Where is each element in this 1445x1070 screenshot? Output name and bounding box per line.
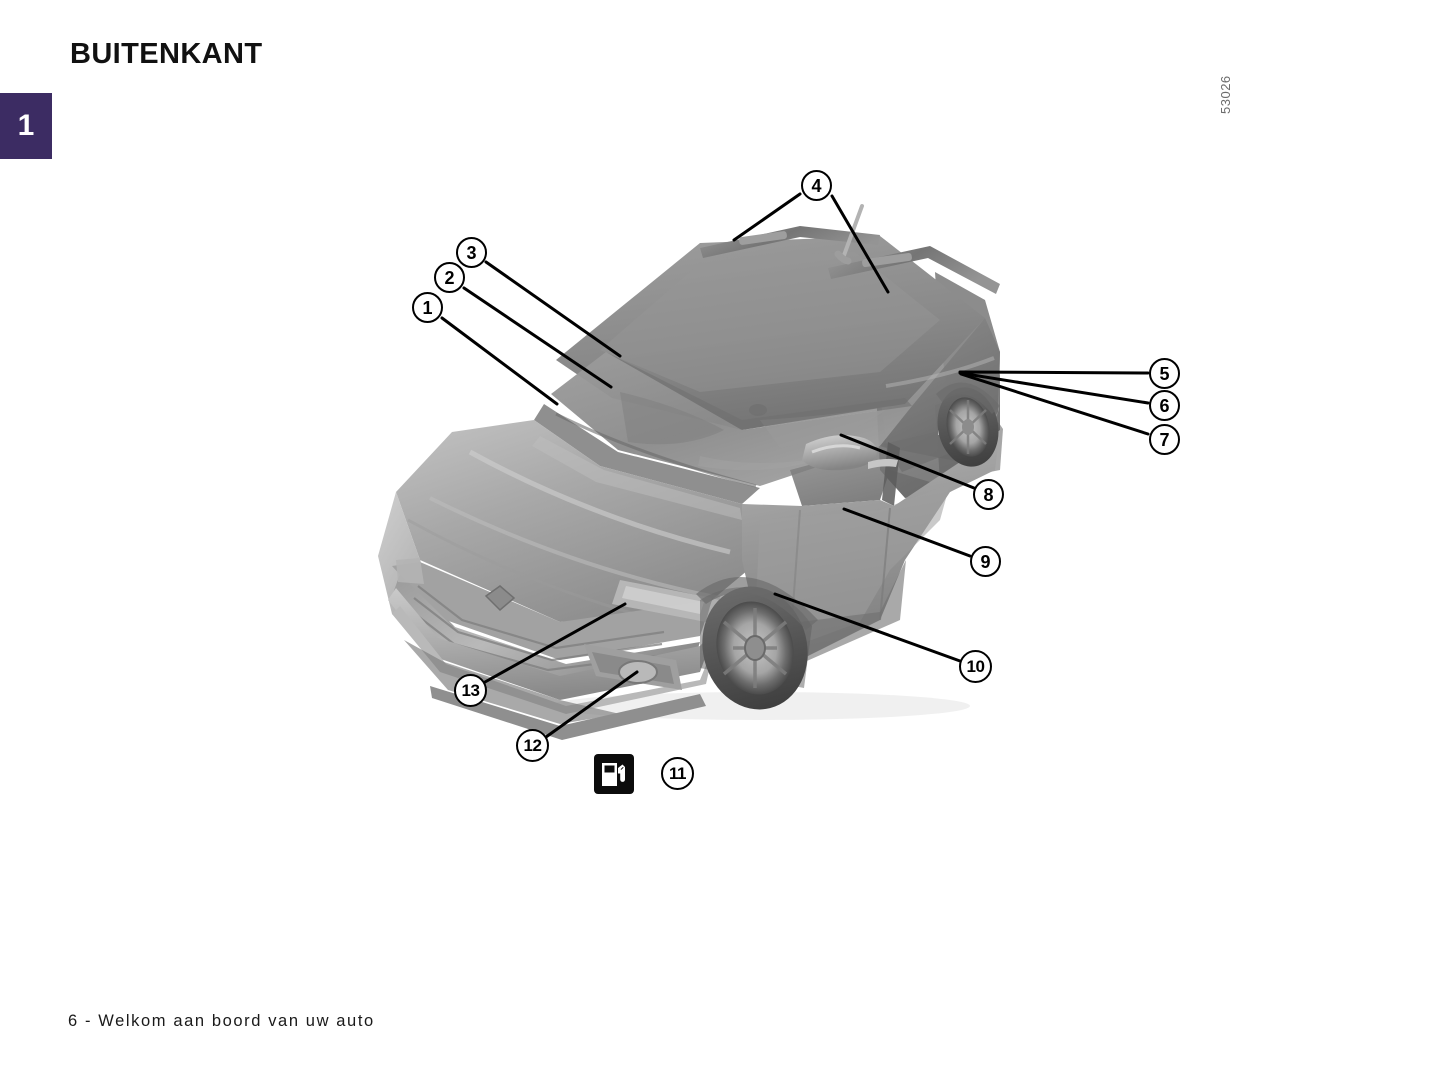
- fuel-pump-icon: [594, 754, 634, 794]
- callout-9[interactable]: 9: [970, 546, 1001, 577]
- callout-7[interactable]: 7: [1149, 424, 1180, 455]
- callout-9-number: 9: [980, 551, 991, 572]
- callout-13[interactable]: 13: [454, 674, 487, 707]
- callout-8-number: 8: [983, 484, 994, 505]
- callout-5[interactable]: 5: [1149, 358, 1180, 389]
- roof-rails: [700, 226, 1000, 294]
- callout-5-number: 5: [1159, 363, 1170, 384]
- callout-1[interactable]: 1: [412, 292, 443, 323]
- callout-11[interactable]: 11: [661, 757, 694, 790]
- callout-12[interactable]: 12: [516, 729, 549, 762]
- callout-4-number: 4: [811, 175, 822, 196]
- callout-3-number: 3: [466, 242, 477, 263]
- rear-wheel: [937, 387, 999, 467]
- front-wheel: [700, 586, 812, 710]
- callout-12-number: 12: [523, 736, 542, 755]
- callout-8[interactable]: 8: [973, 479, 1004, 510]
- page-footer: 6 - Welkom aan boord van uw auto: [68, 1012, 375, 1030]
- door-mirror: [802, 435, 877, 471]
- callout-6-number: 6: [1159, 395, 1170, 416]
- page-title: BUITENKANT: [70, 38, 263, 70]
- car-body: [378, 204, 1003, 740]
- callout-3[interactable]: 3: [456, 237, 487, 268]
- callout-10[interactable]: 10: [959, 650, 992, 683]
- callout-7-number: 7: [1159, 429, 1170, 450]
- callout-1-number: 1: [422, 297, 433, 318]
- callout-13-number: 13: [461, 681, 480, 700]
- chapter-tab: 1: [0, 93, 52, 159]
- callout-2[interactable]: 2: [434, 262, 465, 293]
- callout-10-number: 10: [966, 657, 985, 676]
- callout-leader-lines: [440, 192, 1150, 739]
- callout-11-number: 11: [669, 764, 686, 783]
- callout-4[interactable]: 4: [801, 170, 832, 201]
- callout-2-number: 2: [444, 267, 455, 288]
- chapter-number: 1: [17, 109, 35, 142]
- callout-6[interactable]: 6: [1149, 390, 1180, 421]
- figure-reference-code: 53026: [1218, 75, 1233, 114]
